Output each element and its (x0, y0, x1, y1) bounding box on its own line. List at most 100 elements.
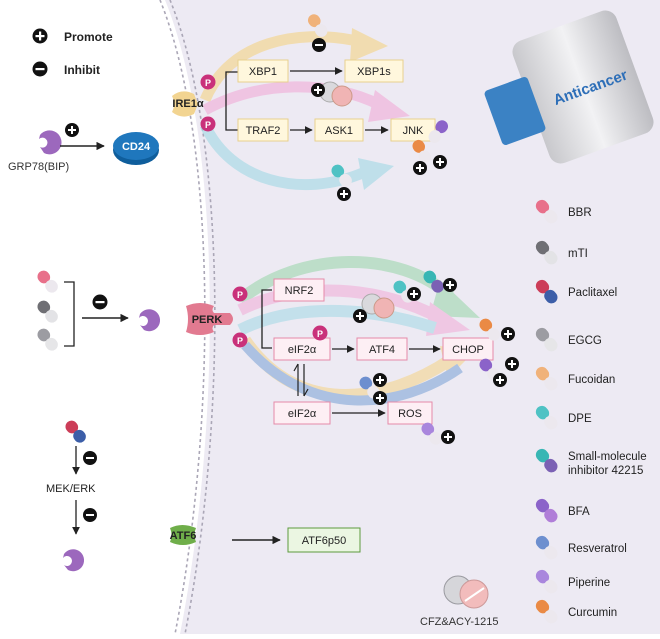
promote-icon (493, 373, 507, 387)
inhibit-legend: Inhibit (32, 61, 100, 77)
dpe-pill-icon (331, 164, 352, 187)
promote-icon (65, 123, 79, 137)
chop-label: CHOP (452, 344, 484, 356)
promote-icon (441, 430, 455, 444)
mti-pill-icon (37, 300, 58, 323)
ros-node: ROS (387, 401, 433, 425)
bfa-pill-icon (428, 120, 449, 143)
grp78-protein-icon (39, 130, 62, 155)
drug-legend-item: DPE (535, 405, 592, 430)
cfz-tablet-icon (319, 81, 353, 107)
phospho-label: P (237, 336, 243, 346)
phospho-label: P (317, 329, 323, 339)
traf2-label: TRAF2 (246, 125, 281, 137)
inhibitor-42215-pill-icon (423, 270, 444, 293)
pill-icon (535, 366, 558, 391)
promote-icon (443, 278, 457, 292)
drug-legend-label: EGCG (568, 335, 602, 347)
jnk-node: JNK (390, 118, 436, 142)
eif2a-node: eIF2α (273, 401, 331, 425)
promote-icon (373, 373, 387, 387)
bbr-pill-icon (37, 270, 58, 293)
paclitaxel-pill-icon (65, 420, 86, 443)
eif2a-label: eIF2α (288, 344, 317, 356)
perk-receptor: PERK P P (186, 286, 248, 348)
drug-legend-label: mTI (568, 248, 588, 260)
cd24-label: CD24 (122, 141, 151, 153)
promote-icon (373, 391, 387, 405)
grp78-protein-icon (139, 309, 161, 332)
phospho-label: P (205, 120, 211, 130)
perk-bracket (261, 289, 272, 349)
equilibrium-arrow (293, 363, 309, 397)
drug-legend-item: Curcumin (535, 599, 617, 624)
atf4-node: ATF4 (356, 337, 408, 361)
eif2a-phospho-node: eIF2α P (273, 325, 331, 361)
grp78-label: GRP78(BIP) (8, 161, 69, 173)
inhibit-icon (312, 38, 326, 52)
pill-icon (535, 279, 558, 304)
pill-icon (535, 569, 558, 594)
drug-bracket (64, 281, 75, 347)
cfz-tablet-icon (361, 293, 395, 319)
drug-legend-label: Curcumin (568, 607, 617, 619)
atf6p50-node: ATF6p50 (287, 527, 361, 553)
phospho-label: P (237, 290, 243, 300)
xbp1-node: XBP1 (237, 59, 289, 83)
drug-legend-item: mTI (535, 240, 588, 265)
drug-legend-label: Resveratrol (568, 543, 627, 555)
grp78-protein-icon (63, 549, 85, 572)
pill-icon (535, 405, 558, 430)
cell-membrane (159, 0, 216, 635)
nrf2-node: NRF2 (273, 278, 325, 302)
ros-label: ROS (398, 408, 422, 420)
promote-legend: Promote (32, 28, 113, 44)
drug-legend-item: EGCG (535, 327, 602, 352)
piperine-pill-icon (421, 422, 442, 445)
phospho-label: P (205, 78, 211, 88)
drug-legend-item: BFA (535, 498, 590, 523)
drug-legend-label: DPE (568, 413, 592, 425)
pill-icon (535, 535, 558, 560)
xbp1s-label: XBP1s (357, 66, 391, 78)
anticancer-bottle-icon: Anticancer (484, 10, 654, 164)
drug-legend-item: BBR (535, 199, 592, 224)
promote-icon (337, 187, 351, 201)
promote-icon (311, 83, 325, 97)
inhibit-label: Inhibit (64, 63, 100, 77)
ire1-bracket (225, 71, 238, 131)
tablet-label: CFZ&ACY-1215 (420, 616, 498, 628)
drug-legend-label: Paclitaxel (568, 287, 617, 299)
inhibit-icon (83, 508, 97, 522)
curcumin-pill-icon (479, 318, 500, 341)
cfz-acy-tablet-icon (443, 575, 489, 609)
promote-icon (413, 161, 427, 175)
promote-icon (407, 287, 421, 301)
ask1-label: ASK1 (325, 125, 353, 137)
drug-legend-item: Fucoidan (535, 366, 615, 391)
atf6-label: ATF6 (170, 530, 197, 542)
promote-icon (353, 309, 367, 323)
drug-legend-label: Piperine (568, 577, 610, 589)
atf6p50-label: ATF6p50 (302, 535, 346, 547)
chop-node: CHOP (442, 337, 494, 361)
xbp1s-node: XBP1s (344, 59, 404, 83)
promote-label: Promote (64, 30, 113, 44)
pill-icon (535, 599, 558, 624)
inhibit-icon (83, 451, 97, 465)
inhibit-icon (92, 294, 108, 310)
promote-icon (501, 327, 515, 341)
nrf2-label: NRF2 (285, 285, 314, 297)
fucoidan-pill-icon (307, 14, 328, 37)
xbp1-label: XBP1 (249, 66, 277, 78)
curcumin-pill-icon (412, 139, 431, 164)
ire1-label: IRE1α (172, 98, 203, 110)
perk-label: PERK (192, 314, 223, 326)
drug-legend-label: BBR (568, 207, 592, 219)
drug-legend-label: Fucoidan (568, 374, 615, 386)
pill-icon (535, 199, 558, 224)
promote-icon (433, 155, 447, 169)
drug-legend-label: BFA (568, 506, 590, 518)
